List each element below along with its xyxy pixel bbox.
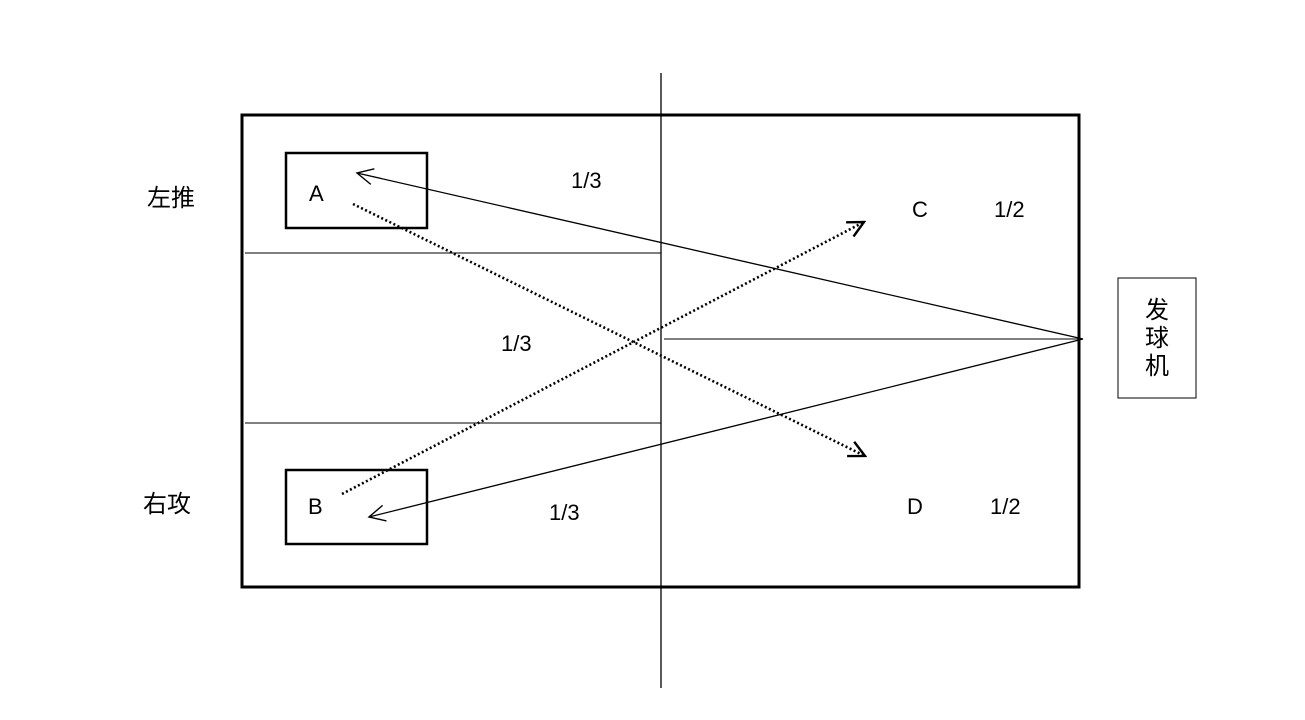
zone-a-box — [284, 151, 429, 230]
serve-machine-box — [1117, 277, 1197, 399]
fraction-c: 1/2 — [994, 197, 1025, 222]
fraction-d: 1/2 — [990, 494, 1021, 519]
arrow-machine-to-a — [355, 168, 1084, 340]
arrow-b-to-c — [341, 222, 864, 496]
serve-machine-char-1: 发 — [1145, 296, 1169, 324]
fraction-mid-left: 1/3 — [501, 331, 532, 356]
label-zone-b: B — [308, 494, 323, 519]
serve-machine-char-2: 球 — [1145, 324, 1169, 352]
label-right-attack: 右攻 — [143, 490, 191, 518]
arrow-a-to-d — [352, 202, 865, 456]
label-zone-d: D — [907, 494, 923, 519]
label-zone-a: A — [309, 181, 324, 206]
label-left-push: 左推 — [147, 184, 195, 212]
fraction-bottom-left: 1/3 — [549, 500, 580, 525]
arrow-machine-to-b — [367, 338, 1084, 522]
zone-b-box — [284, 468, 429, 546]
serve-machine-char-3: 机 — [1145, 352, 1169, 380]
fraction-top-left: 1/3 — [571, 168, 602, 193]
label-zone-c: C — [912, 197, 928, 222]
